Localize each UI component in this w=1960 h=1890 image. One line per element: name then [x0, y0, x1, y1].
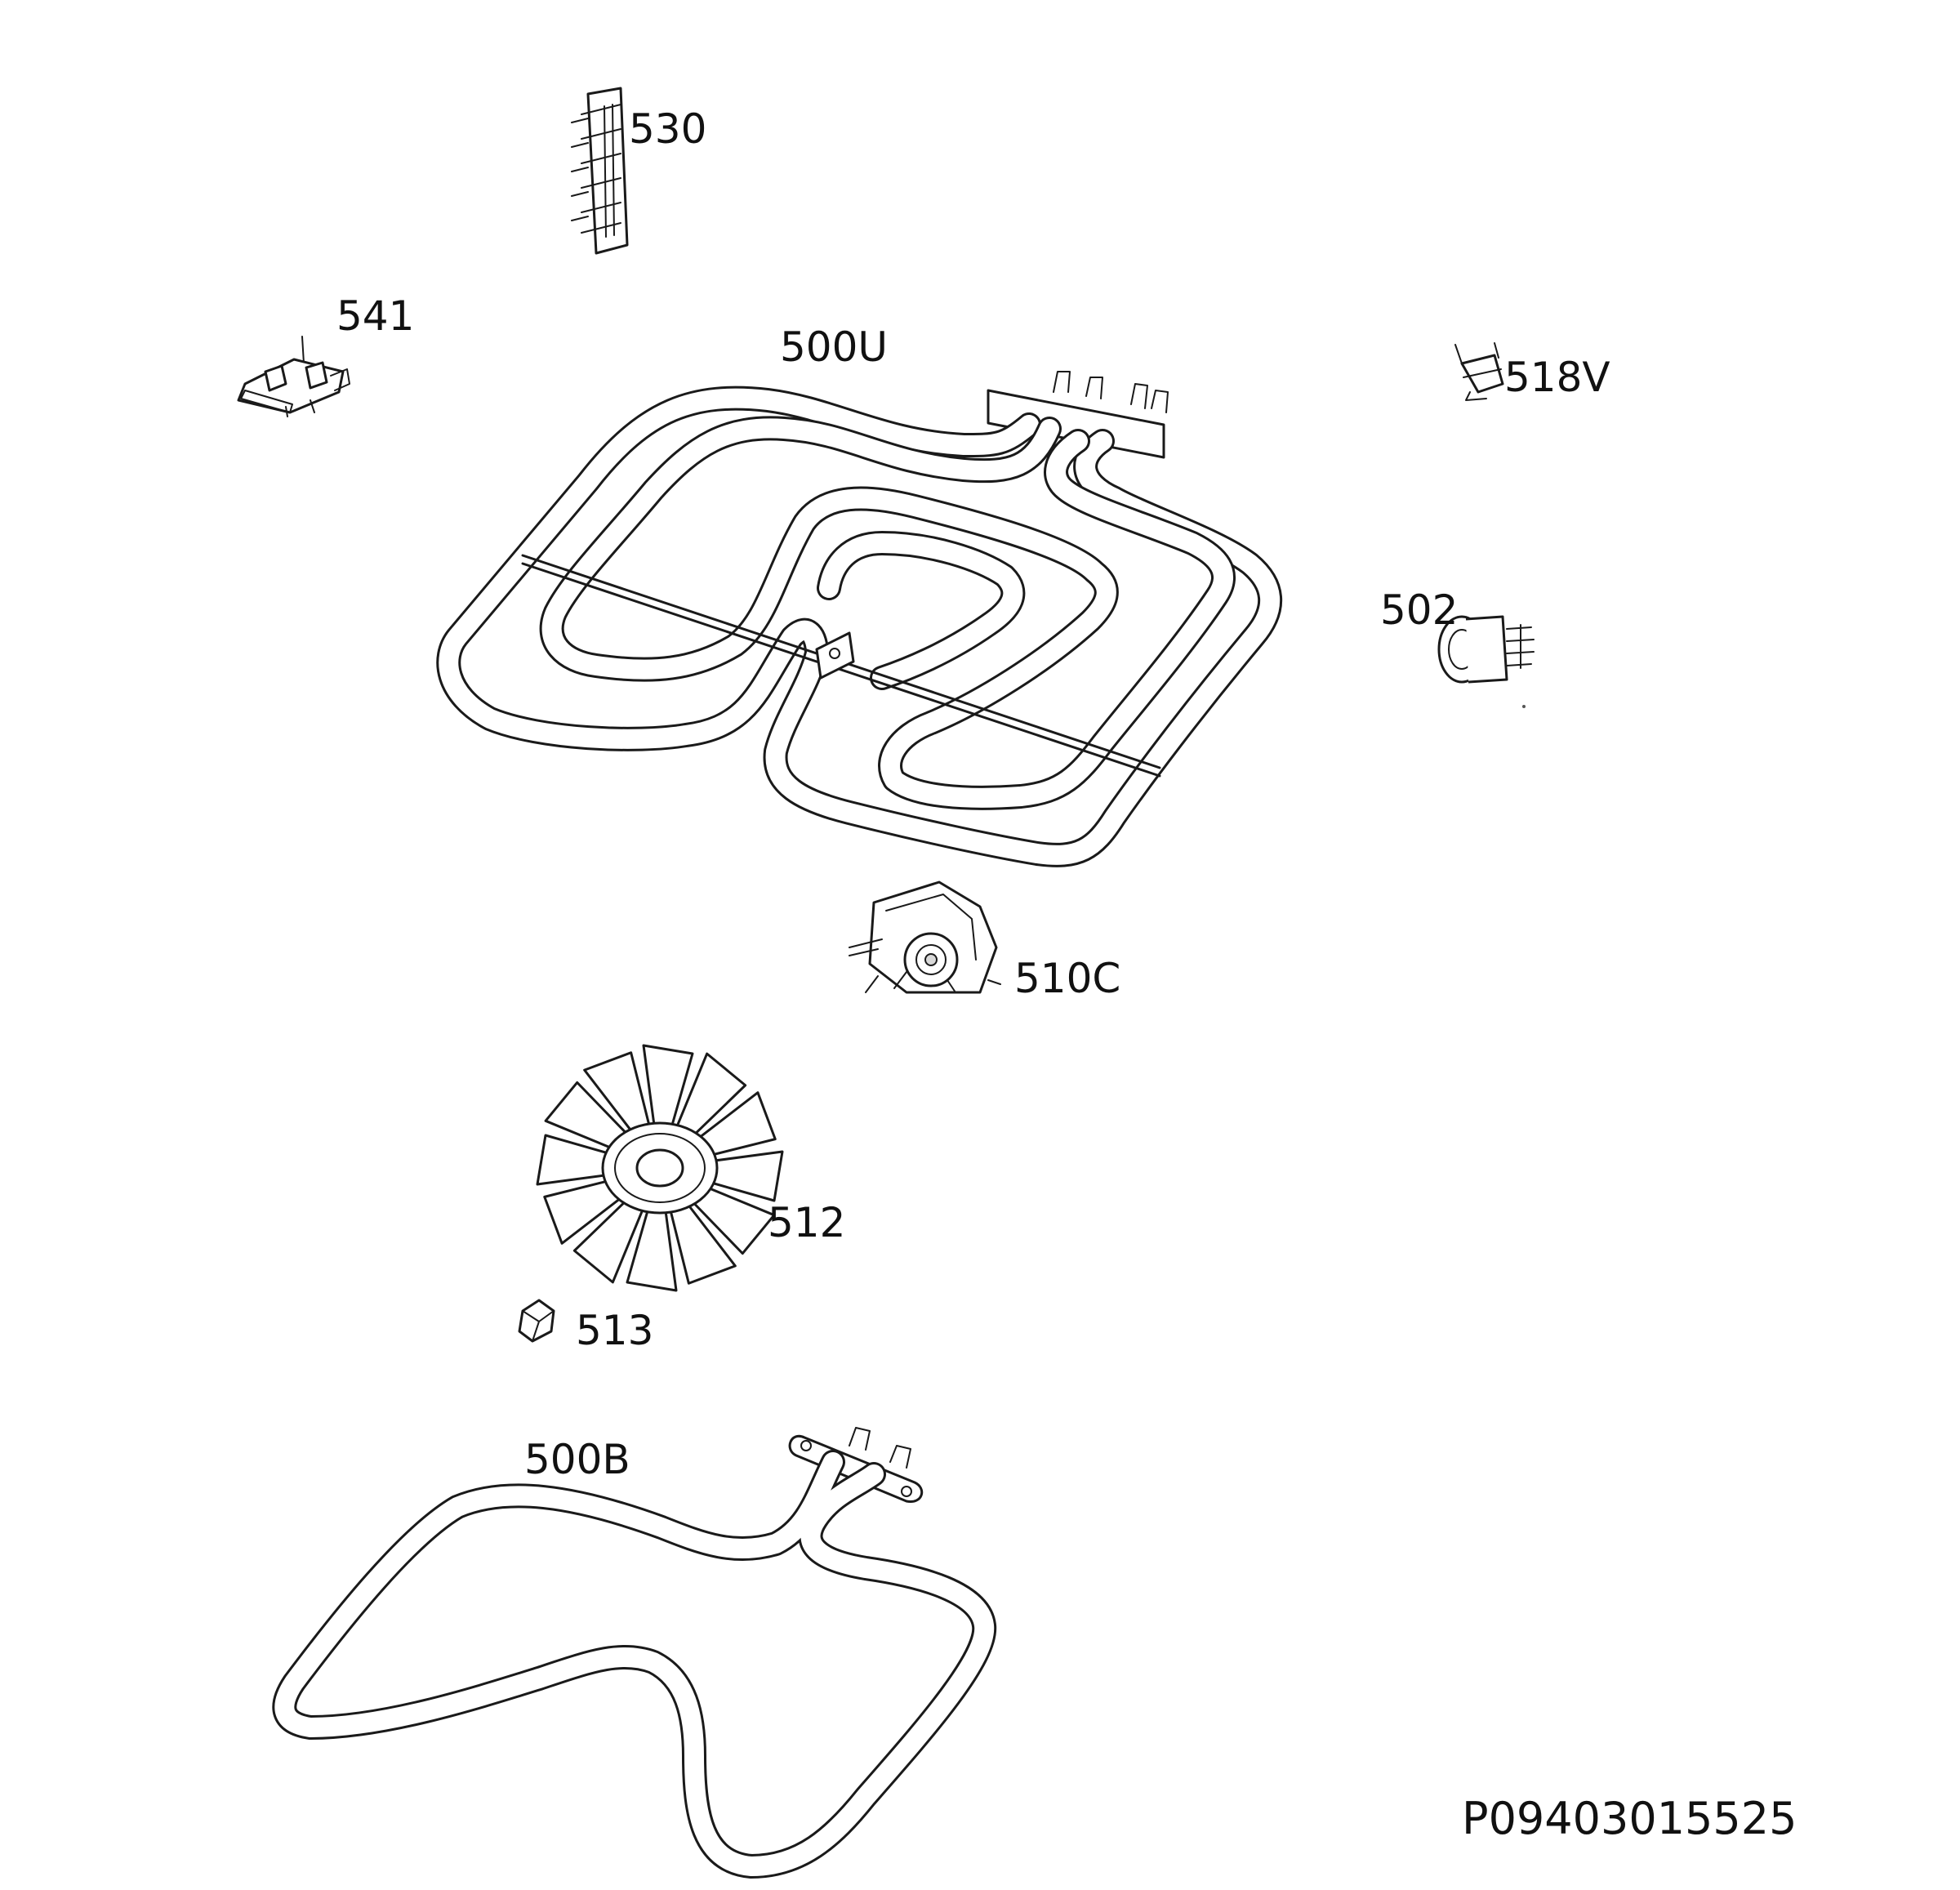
label-part-512: 512: [768, 1199, 846, 1246]
label-part-500U: 500U: [780, 323, 889, 371]
part-518V-thermal-cutout[interactable]: [1454, 342, 1504, 401]
label-part-530: 530: [629, 105, 707, 153]
part-530-terminal-block[interactable]: [571, 87, 629, 255]
drawing-code: P09403015525: [1462, 1793, 1797, 1844]
label-part-510C: 510C: [1014, 955, 1121, 1002]
label-part-500B: 500B: [524, 1436, 630, 1483]
part-500U-upper-heating-element[interactable]: [436, 371, 1283, 867]
part-541-connector[interactable]: [237, 336, 350, 417]
part-510C-fan-motor[interactable]: [849, 880, 1001, 994]
part-512-fan-blade[interactable]: [536, 1044, 784, 1292]
label-part-502: 502: [1380, 586, 1459, 634]
label-part-541: 541: [336, 292, 415, 340]
part-502-oven-lamp[interactable]: [1437, 615, 1535, 708]
label-part-518V: 518V: [1504, 354, 1610, 401]
part-513-fan-nut[interactable]: [518, 1299, 555, 1343]
part-500B-lower-heating-element[interactable]: [272, 1427, 997, 1879]
label-part-513: 513: [576, 1307, 654, 1354]
